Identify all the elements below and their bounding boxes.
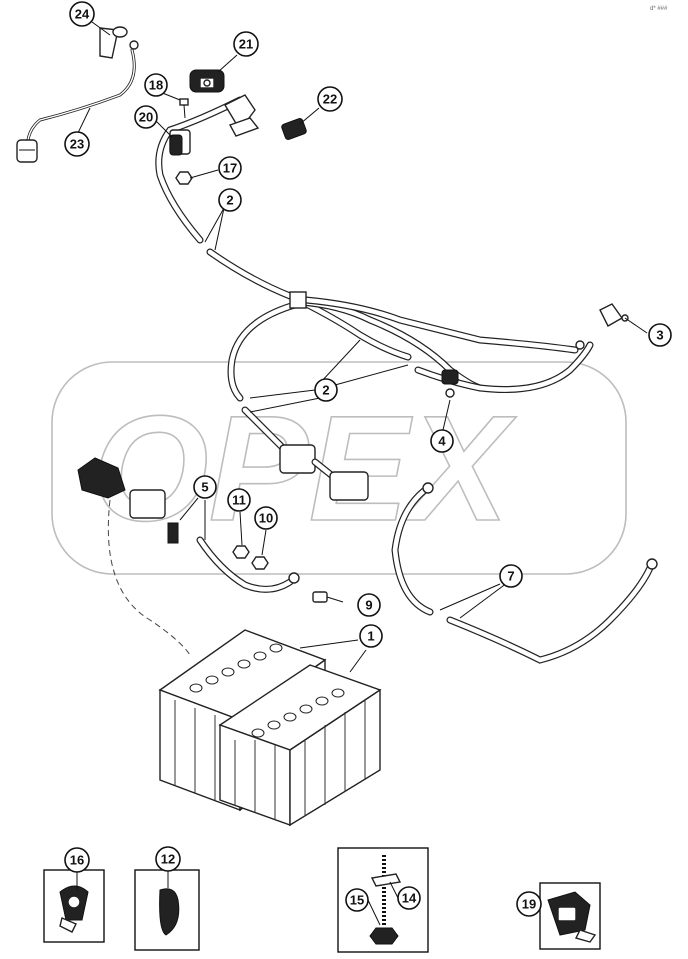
part-11-nut [232, 545, 250, 559]
callout-7: 7 [499, 564, 523, 588]
svg-text:2: 2 [322, 383, 329, 398]
svg-text:19: 19 [522, 897, 536, 912]
callout-18: 18 [144, 73, 168, 97]
part-3-boot [599, 303, 629, 327]
svg-text:17: 17 [223, 161, 237, 176]
callout-2-top: 2 [218, 188, 242, 212]
part-1-batteries [158, 629, 382, 827]
callout-14: 14 [397, 886, 421, 910]
callout-24: 24 [69, 1, 95, 27]
callout-3: 3 [648, 323, 672, 347]
svg-text:20: 20 [139, 110, 153, 125]
svg-text:16: 16 [70, 853, 84, 868]
callout-1: 1 [359, 624, 383, 648]
inset-16 [43, 869, 105, 943]
callout-5: 5 [193, 475, 217, 499]
part-2-cable-lower [241, 406, 369, 501]
part-10-nut [251, 556, 269, 570]
inset-12 [134, 869, 200, 951]
part-17-nut [175, 171, 193, 185]
inset-19 [539, 882, 601, 950]
svg-text:1: 1 [367, 629, 374, 644]
part-18-bolt [179, 98, 189, 119]
callout-11: 11 [227, 488, 251, 512]
corner-code: d* ### [650, 6, 668, 12]
part-9-bolt [312, 591, 344, 603]
callout-9: 9 [357, 593, 381, 617]
svg-text:23: 23 [70, 137, 84, 152]
part-7-cables [391, 482, 658, 664]
callout-10: 10 [254, 506, 278, 530]
part-23-lead [16, 48, 136, 163]
callout-2-middle: 2 [314, 378, 338, 402]
svg-text:7: 7 [507, 569, 514, 584]
leader-lines [76, 21, 648, 926]
svg-text:2: 2 [226, 193, 233, 208]
svg-text:9: 9 [365, 598, 372, 613]
callout-16: 16 [64, 847, 90, 873]
svg-text:4: 4 [438, 434, 446, 449]
svg-text:12: 12 [161, 852, 175, 867]
callout-23: 23 [64, 131, 90, 157]
part-4-clamp [441, 369, 459, 398]
svg-text:14: 14 [402, 891, 417, 906]
svg-text:24: 24 [75, 7, 90, 22]
part-24-boot [99, 26, 139, 59]
svg-text:22: 22 [323, 92, 337, 107]
callout-20: 20 [134, 105, 158, 129]
svg-text:5: 5 [201, 480, 208, 495]
callout-19: 19 [516, 891, 542, 917]
dashed-route [107, 499, 191, 656]
part-5-connector [77, 457, 300, 593]
part-2-terminal-top [224, 94, 260, 137]
callout-17: 17 [218, 156, 242, 180]
svg-text:21: 21 [239, 37, 253, 52]
svg-text:11: 11 [232, 493, 246, 508]
part-20-clamp [169, 134, 183, 156]
callout-15: 15 [345, 888, 369, 912]
callout-21: 21 [233, 31, 259, 57]
callout-12: 12 [155, 846, 181, 872]
part-21-switch [189, 69, 225, 93]
callout-22: 22 [317, 86, 343, 112]
svg-text:18: 18 [149, 78, 163, 93]
svg-text:10: 10 [259, 511, 273, 526]
svg-text:3: 3 [656, 328, 663, 343]
svg-text:15: 15 [350, 893, 364, 908]
watermark: OPEX [51, 361, 627, 575]
callout-4: 4 [430, 429, 454, 453]
part-2-cable-upper [155, 96, 594, 402]
